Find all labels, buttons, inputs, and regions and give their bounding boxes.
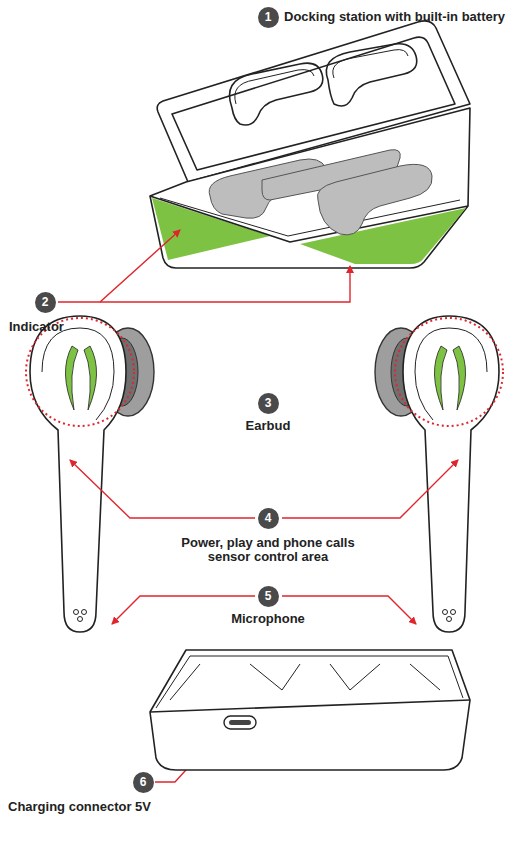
callout-number: 6 <box>133 772 154 793</box>
case-body <box>150 108 470 268</box>
left-earbud <box>26 316 154 632</box>
callout-number: 1 <box>258 7 279 28</box>
part-label: Microphone <box>198 612 338 626</box>
leader-lines <box>58 230 350 302</box>
callout-number: 5 <box>258 586 279 607</box>
callout-number: 4 <box>258 508 279 529</box>
part-label: Earbud <box>208 419 328 433</box>
part-label: Docking station with built-in battery <box>284 10 524 24</box>
callout-number: 2 <box>35 292 56 313</box>
part-label: Charging connector 5V <box>8 800 208 814</box>
right-earbud <box>375 316 503 632</box>
part-label: Indicator <box>9 320 99 334</box>
closed-case <box>150 650 470 770</box>
callout-number: 3 <box>258 393 279 414</box>
part-label: Power, play and phone calls sensor contr… <box>168 536 368 564</box>
